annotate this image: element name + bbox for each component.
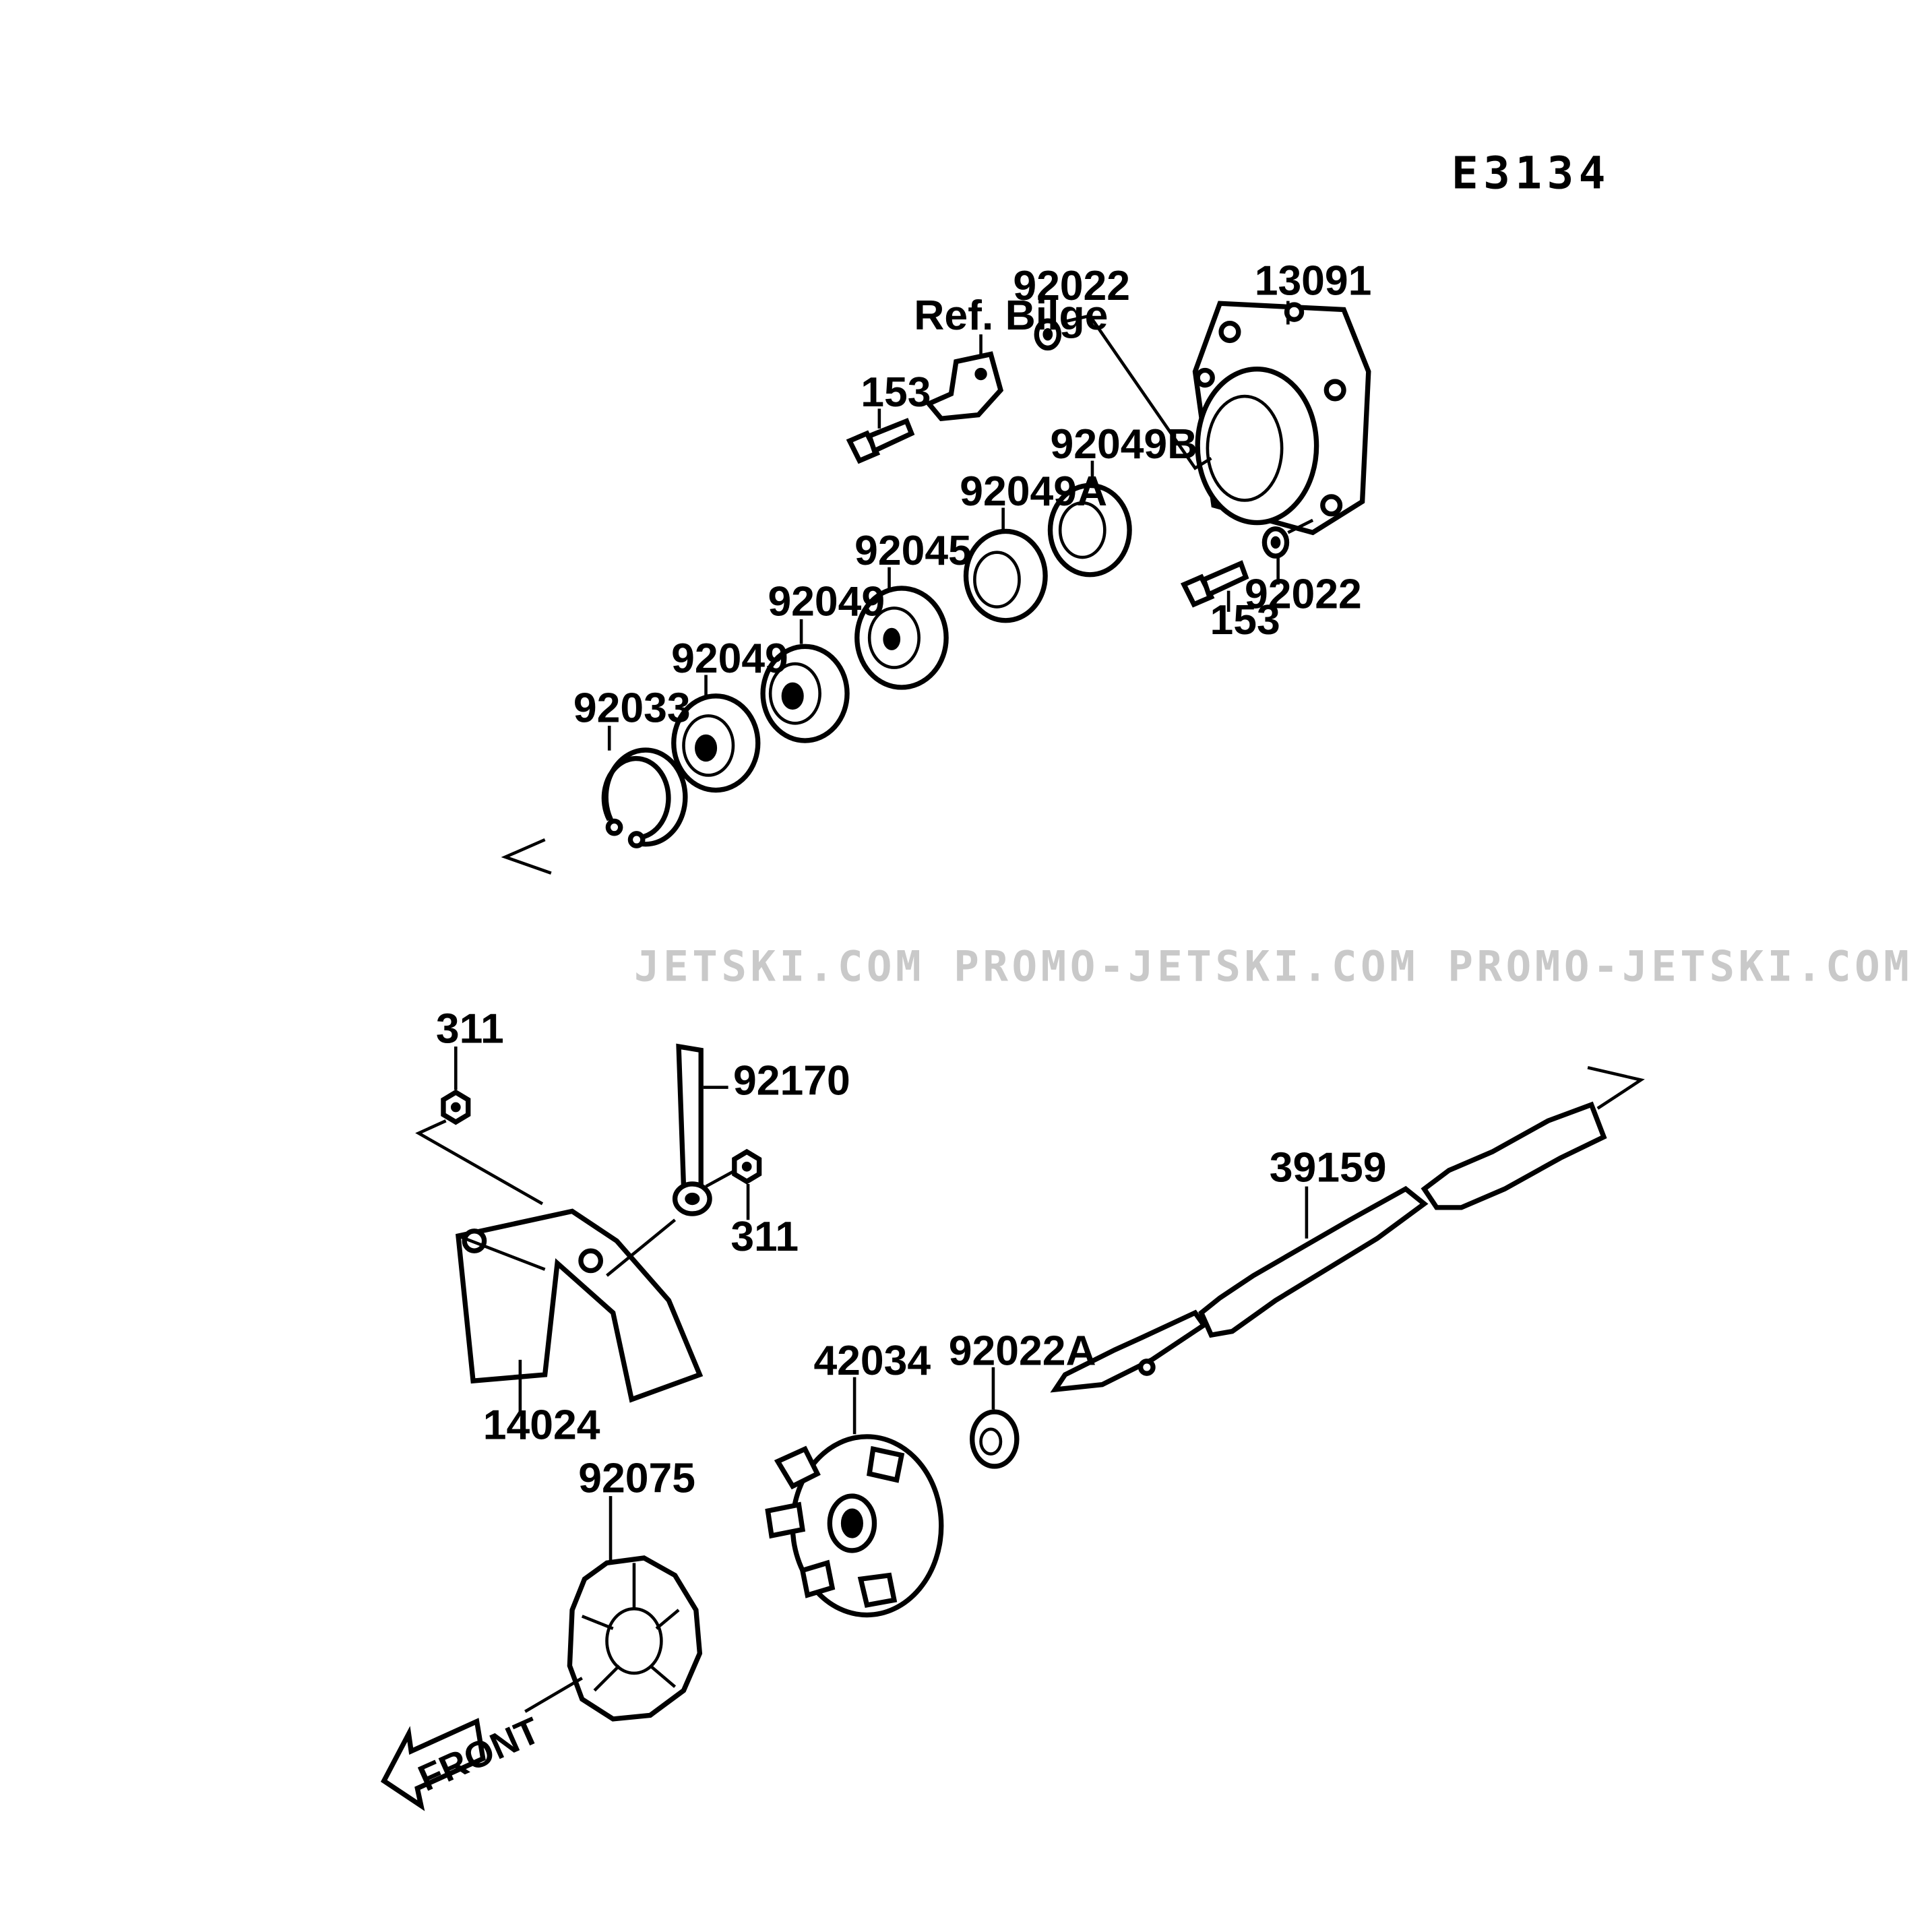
coupling-42034 bbox=[765, 1434, 944, 1618]
diagram-code: E3134 bbox=[1452, 147, 1611, 199]
label-311-bottom: 311 bbox=[730, 1213, 799, 1260]
seal-92049-upper bbox=[760, 644, 850, 743]
label-92022-top: 92022 bbox=[1013, 262, 1130, 309]
front-arrow: FRONT bbox=[380, 1709, 547, 1811]
bearing-housing-13091 bbox=[1192, 301, 1371, 536]
watermark: JETSKI.COM PROMO-JETSKI.COM PROMO-JETSKI… bbox=[634, 942, 1912, 991]
label-92049A: 92049A bbox=[960, 468, 1107, 515]
axis-chevron-lower bbox=[1587, 1065, 1645, 1110]
label-92022A: 92022A bbox=[949, 1327, 1096, 1374]
label-92170: 92170 bbox=[733, 1057, 850, 1104]
label-39159: 39159 bbox=[1270, 1144, 1387, 1191]
seal-92049-lower bbox=[671, 693, 761, 793]
label-153-top: 153 bbox=[861, 369, 931, 416]
seal-92049B bbox=[1047, 482, 1132, 578]
label-311-top: 311 bbox=[436, 1005, 504, 1052]
leader-311-to-cover bbox=[415, 1119, 544, 1206]
label-92049B: 92049B bbox=[1050, 420, 1197, 468]
label-92045: 92045 bbox=[854, 527, 972, 574]
washer-92022-bottom bbox=[1261, 526, 1290, 559]
label-92033: 92033 bbox=[573, 684, 691, 731]
axis-chevron-upper bbox=[501, 838, 552, 875]
label-153-bottom: 153 bbox=[1210, 596, 1280, 644]
drive-shaft-39159 bbox=[1050, 1101, 1607, 1393]
leader-damper-to-front bbox=[524, 1677, 583, 1713]
damper-92075 bbox=[567, 1555, 703, 1722]
label-92075: 92075 bbox=[578, 1455, 695, 1502]
leader-92022-top-to-housing bbox=[1062, 314, 1212, 470]
bolt-153-top bbox=[846, 418, 915, 464]
label-92049-upper: 92049 bbox=[768, 578, 885, 625]
label-14024: 14024 bbox=[483, 1402, 600, 1449]
coupling-cover-14024 bbox=[456, 1208, 704, 1403]
strap-92170 bbox=[672, 1043, 712, 1216]
label-13091: 13091 bbox=[1255, 257, 1372, 304]
bilge-bracket bbox=[925, 351, 1004, 422]
label-92022-bottom: 92022 bbox=[1245, 570, 1362, 617]
label-42034: 42034 bbox=[813, 1337, 931, 1384]
label-92049-lower: 92049 bbox=[671, 635, 788, 682]
nut-311-top bbox=[441, 1089, 471, 1125]
leader-cover-to-strap bbox=[606, 1218, 677, 1277]
label-ref-bilge: Ref. Bilge bbox=[914, 292, 1108, 339]
nut-311-bottom bbox=[732, 1148, 762, 1185]
leader-92022-bottom-to-housing bbox=[1287, 518, 1314, 534]
circlip-92033 bbox=[601, 747, 688, 848]
leader-311-bottom-to-strap bbox=[705, 1170, 735, 1188]
washer-92022-top bbox=[1034, 318, 1062, 351]
seal-92049A bbox=[963, 528, 1048, 623]
bearing-92045 bbox=[854, 586, 949, 690]
washer-92022A bbox=[970, 1409, 1020, 1469]
bolt-153-bottom bbox=[1180, 560, 1249, 608]
